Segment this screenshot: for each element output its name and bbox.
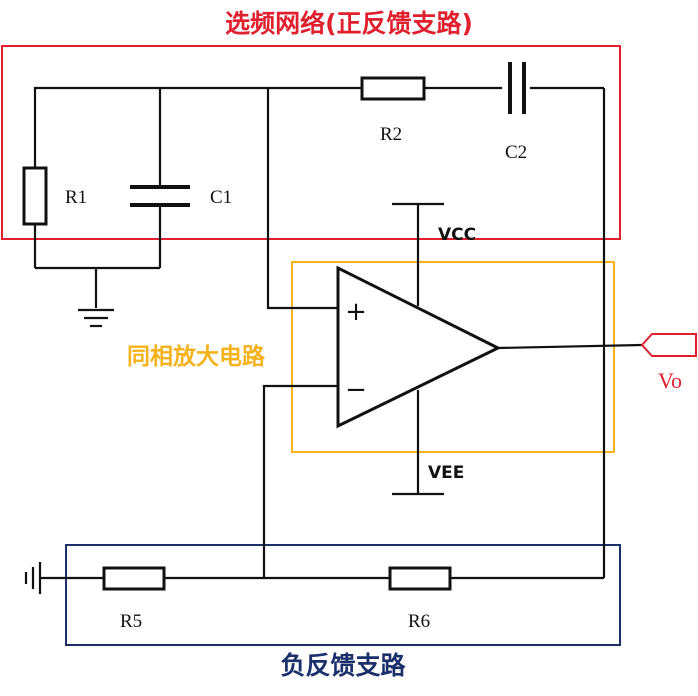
capacitor-c2 (508, 62, 526, 114)
opamp-minus-sign: − (345, 375, 367, 405)
resistor-r1 (22, 166, 48, 226)
vcc-rail (392, 202, 444, 306)
vee-label: VEE (428, 463, 464, 483)
output-label: Vo (658, 368, 682, 393)
noninverting-amp-box (291, 261, 615, 453)
r5-label: R5 (120, 611, 142, 632)
selection-network-title: 选频网络(正反馈支路) (225, 9, 473, 38)
ground-symbol-top (78, 308, 114, 328)
resistor-r6 (388, 566, 452, 591)
r1-label: R1 (65, 187, 87, 208)
capacitor-c1 (130, 185, 190, 207)
output-terminal (640, 333, 697, 357)
opamp-plus-sign: + (345, 297, 367, 327)
negative-feedback-wires (40, 384, 604, 580)
opamp-triangle (336, 265, 502, 429)
r2-label: R2 (380, 124, 402, 145)
output-wire (497, 343, 643, 350)
negative-feedback-title: 负反馈支路 (280, 651, 406, 680)
c1-label: C1 (210, 187, 232, 208)
c2-label: C2 (505, 142, 527, 163)
ground-symbol-bottom (24, 562, 42, 594)
selection-network-wires (33, 86, 606, 578)
resistor-r5 (102, 566, 166, 591)
vcc-label: VCC (438, 225, 476, 245)
noninverting-amp-title: 同相放大电路 (127, 343, 266, 370)
selection-network-box (1, 45, 621, 240)
vee-rail (392, 390, 444, 496)
r6-label: R6 (408, 611, 430, 632)
negative-feedback-box (65, 544, 621, 646)
resistor-r2 (360, 76, 426, 101)
